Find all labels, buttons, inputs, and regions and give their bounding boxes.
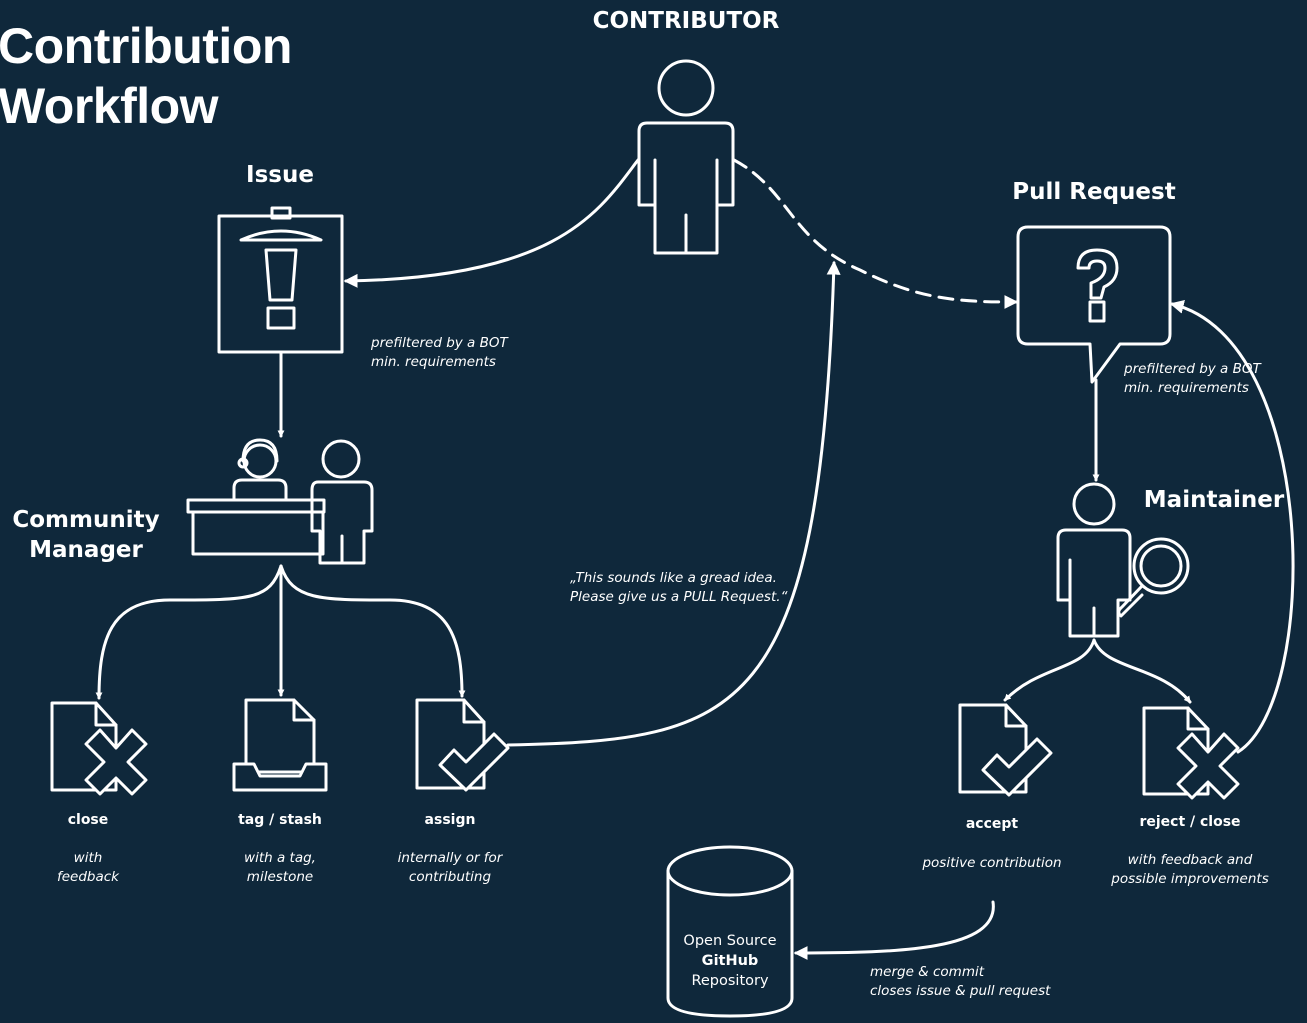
contributor-person-icon: [637, 59, 735, 255]
database-icon: [666, 845, 794, 1018]
connectors: [95, 158, 1295, 960]
tag-stash-action-label: tag / stash: [238, 812, 322, 828]
close-desc-line-1: with: [73, 850, 103, 866]
repository-line-3: Repository: [691, 973, 769, 989]
reception-desk-icon: [186, 438, 374, 565]
merge-note: merge & commit closes issue & pull reque…: [870, 963, 1050, 1001]
close-action-label: close: [67, 812, 109, 828]
tag-desc-line-2: milestone: [246, 869, 314, 885]
inbox-tray-icon: [232, 698, 328, 792]
assign-desc-line-1: internally or for: [397, 850, 503, 866]
pr-filter-note: prefiltered by a BOT min. requirements: [1124, 360, 1261, 398]
assign-action-desc: internally or for contributing: [370, 849, 530, 887]
issue-filter-line-1: prefiltered by a BOT: [371, 335, 508, 351]
quote-line-1: „This sounds like a gread idea.: [570, 570, 777, 586]
assign-desc-line-2: contributing: [408, 869, 492, 885]
document-check-icon: [958, 703, 1053, 797]
merge-line-1: merge & commit: [870, 964, 985, 980]
document-check-icon: [415, 698, 510, 792]
pr-filter-line-2: min. requirements: [1124, 380, 1249, 396]
community-manager-line-2: Manager: [29, 537, 143, 563]
close-desc-line-2: feedback: [56, 869, 119, 885]
merge-line-2: closes issue & pull request: [870, 983, 1051, 999]
title-line-1: Contribution: [0, 18, 292, 74]
title-line-2: Workflow: [0, 78, 219, 134]
pr-filter-line-1: prefiltered by a BOT: [1124, 361, 1261, 377]
repository-line-1: Open Source: [683, 933, 777, 949]
document-x-icon: [1142, 706, 1240, 800]
quote-note: „This sounds like a gread idea. Please g…: [570, 569, 788, 607]
reject-desc-line-1: with feedback and: [1127, 852, 1253, 868]
contributor-label: CONTRIBUTOR: [592, 8, 780, 34]
speech-bubble-question-icon: [1016, 225, 1172, 384]
close-action-desc: with feedback: [28, 849, 148, 887]
reject-close-action-desc: with feedback and possible improvements: [1095, 851, 1285, 889]
clipboard-alert-icon: [217, 206, 344, 354]
issue-label: Issue: [246, 162, 314, 188]
reject-desc-line-2: possible improvements: [1111, 871, 1269, 887]
repository-label: Open Source GitHub Repository: [668, 931, 792, 991]
maintainer-label: Maintainer: [1143, 487, 1285, 513]
accept-action-desc: positive contribution: [922, 855, 1062, 871]
reject-close-action-label: reject / close: [1139, 814, 1241, 830]
community-manager-line-1: Community: [12, 507, 160, 533]
pull-request-label: Pull Request: [1012, 179, 1176, 205]
diagram-title: Contribution Workflow: [0, 16, 292, 136]
community-manager-label: Community Manager: [4, 505, 168, 565]
accept-action-label: accept: [965, 816, 1019, 832]
issue-filter-note: prefiltered by a BOT min. requirements: [371, 334, 508, 372]
tag-desc-line-1: with a tag,: [244, 850, 316, 866]
document-x-icon: [50, 701, 148, 796]
quote-line-2: Please give us a PULL Request.“: [570, 589, 788, 605]
assign-action-label: assign: [424, 812, 476, 828]
magnifier-icon: [1117, 537, 1190, 618]
issue-filter-line-2: min. requirements: [371, 354, 496, 370]
tag-stash-action-desc: with a tag, milestone: [210, 849, 350, 887]
repository-line-2: GitHub: [701, 953, 759, 969]
maintainer-person-icon: [1056, 482, 1132, 638]
